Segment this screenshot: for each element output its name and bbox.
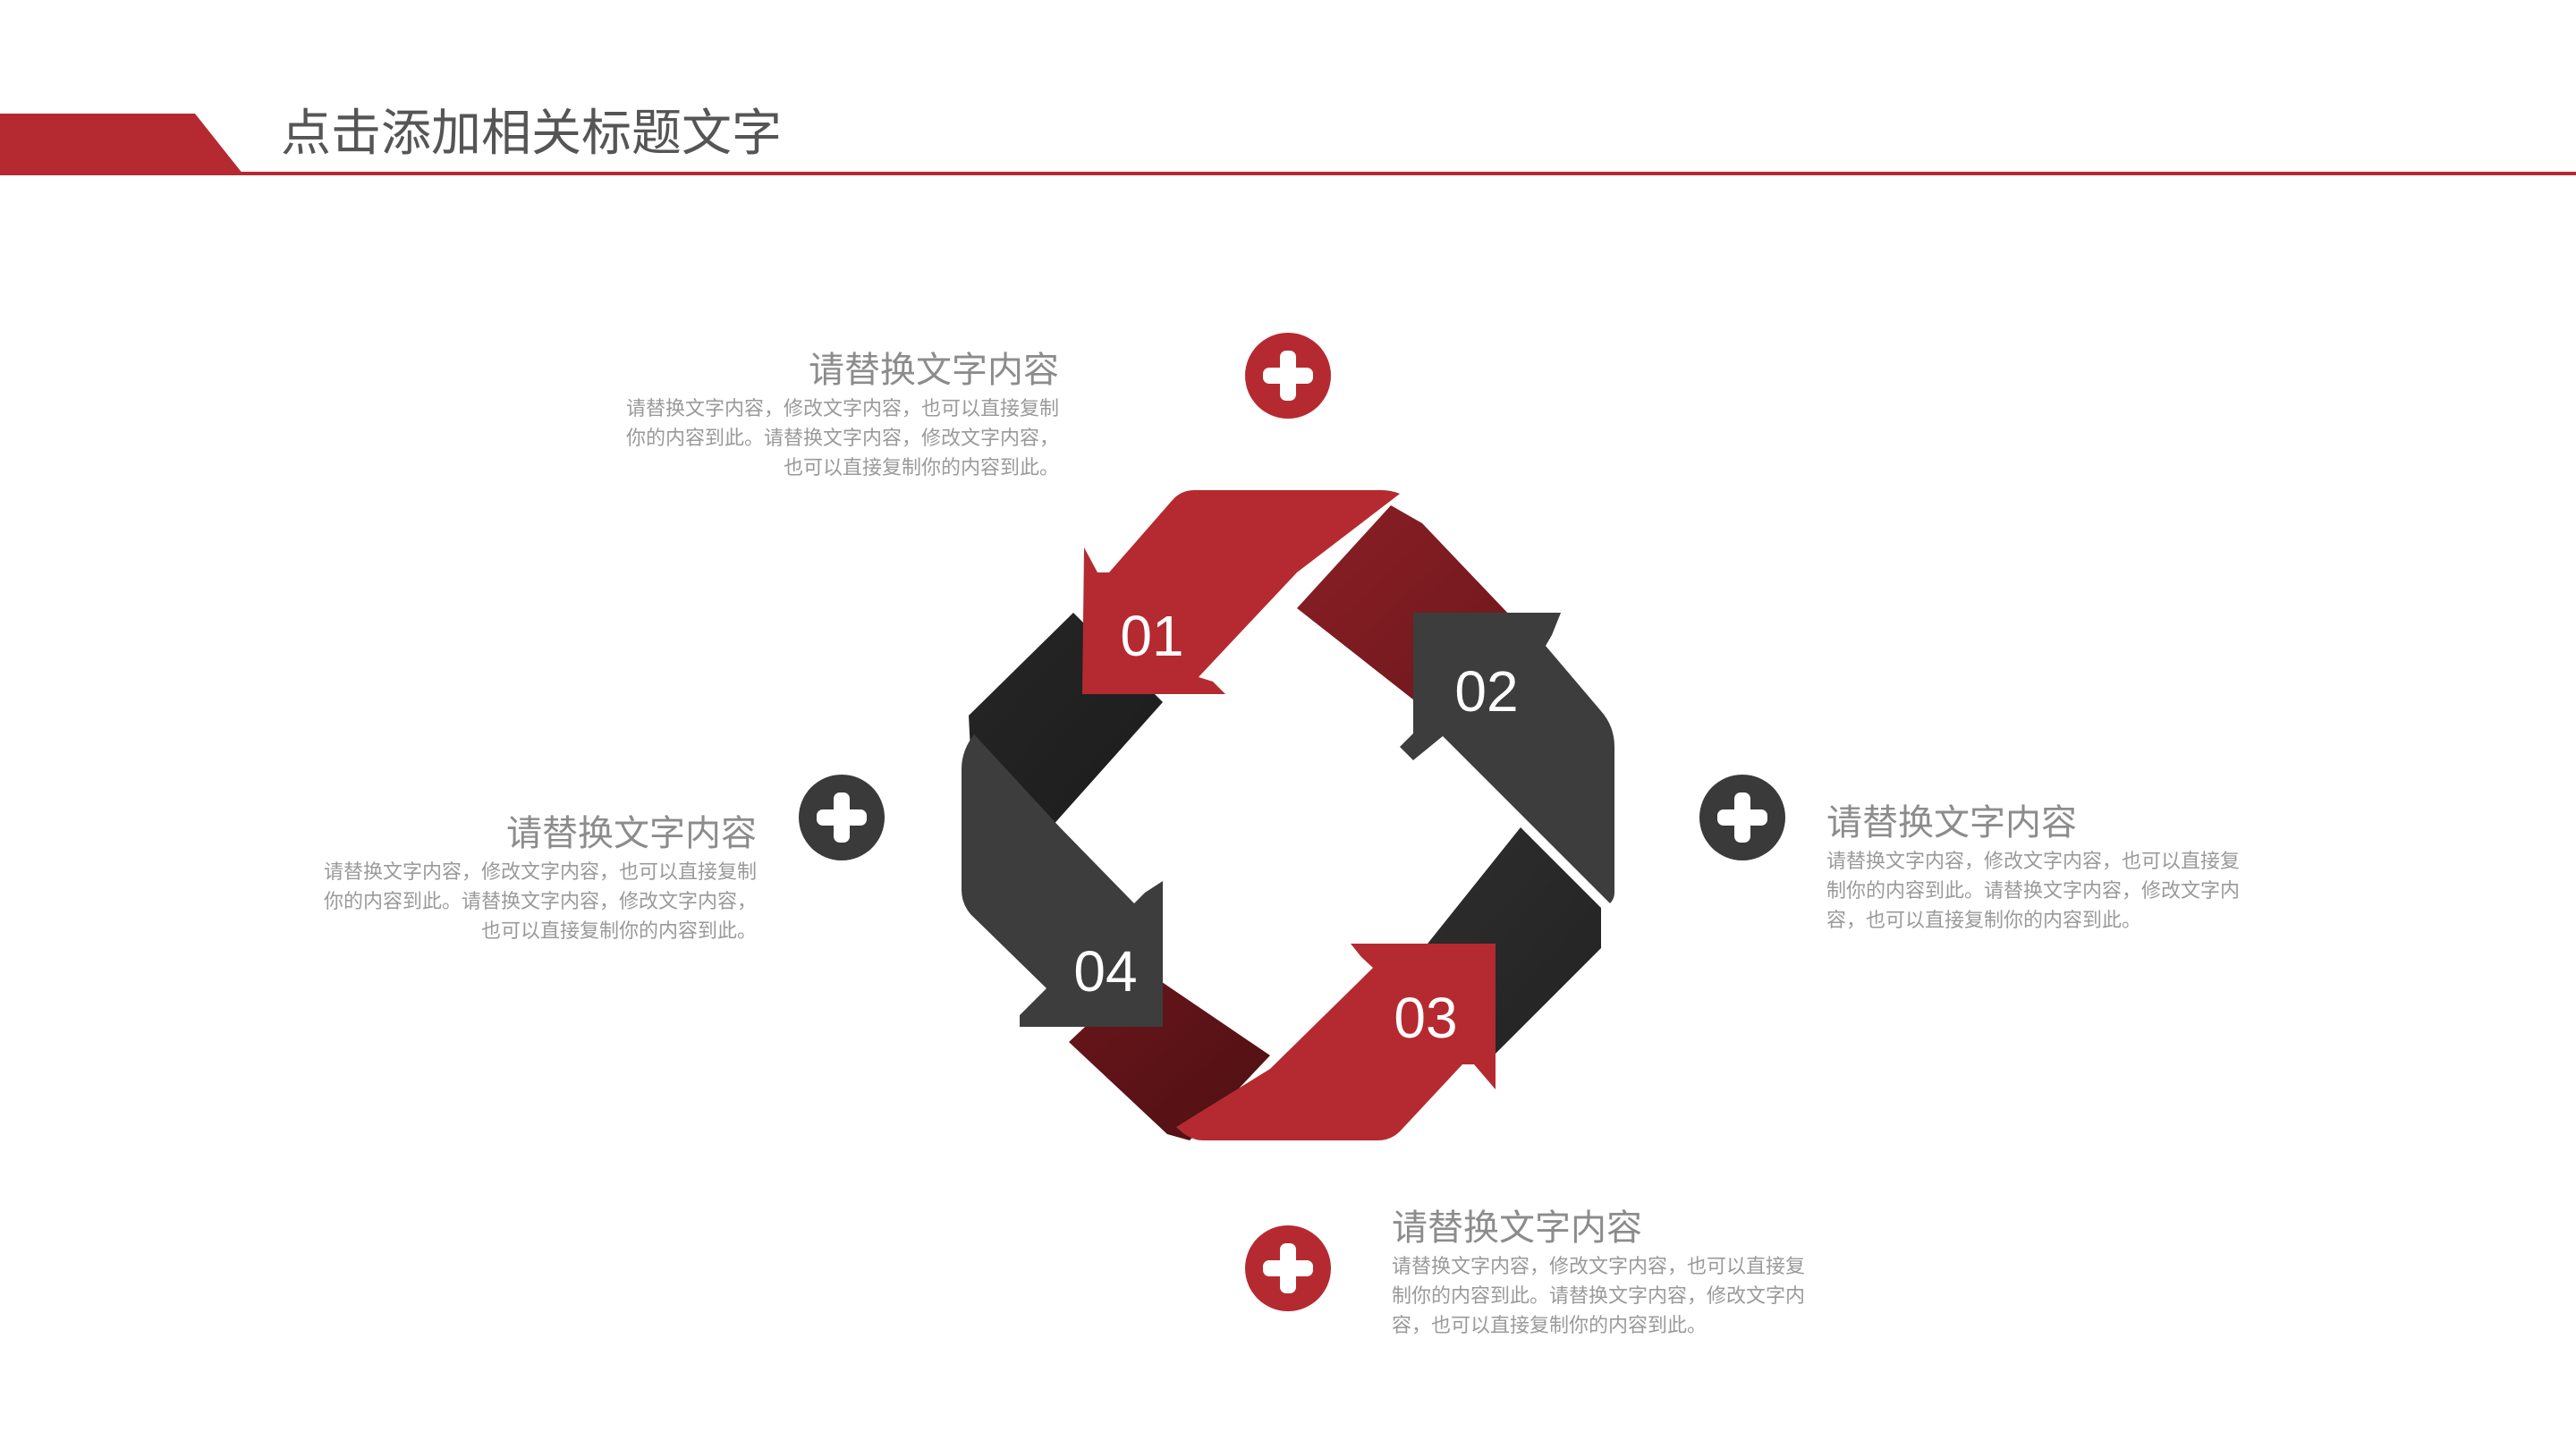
- arrow-shape-02-head: [1413, 613, 1561, 760]
- text-block-top: 请替换文字内容 请替换文字内容，修改文字内容，也可以直接复制 你的内容到此。请替…: [572, 346, 1059, 483]
- arrow-shape-01[interactable]: [1082, 490, 1400, 694]
- block-heading[interactable]: 请替换文字内容: [1392, 1208, 1642, 1249]
- block-body-line[interactable]: 也可以直接复制你的内容到此。: [783, 457, 1059, 479]
- plus-icon[interactable]: [1245, 1225, 1331, 1311]
- plus-icon[interactable]: [1245, 333, 1331, 419]
- text-block-bottom: 请替换文字内容 请替换文字内容，修改文字内容，也可以直接复 制你的内容到此。请替…: [1392, 1204, 1893, 1341]
- block-body-line[interactable]: 请替换文字内容，修改文字内容，也可以直接复制: [625, 398, 1059, 420]
- block-body-line[interactable]: 制你的内容到此。请替换文字内容，修改文字内: [1392, 1285, 1806, 1308]
- block-body-line[interactable]: 容，也可以直接复制你的内容到此。: [1826, 910, 2142, 932]
- block-body-line[interactable]: 请替换文字内容，修改文字内容，也可以直接复: [1826, 851, 2241, 873]
- block-body-line[interactable]: 请替换文字内容，修改文字内容，也可以直接复制: [323, 861, 757, 884]
- block-body-line[interactable]: 你的内容到此。请替换文字内容，修改文字内容，: [625, 428, 1059, 450]
- header-accent-band: [0, 114, 243, 174]
- slide-title[interactable]: 点击添加相关标题文字: [281, 105, 782, 163]
- plus-icon[interactable]: [799, 775, 885, 860]
- block-body-line[interactable]: 你的内容到此。请替换文字内容，修改文字内容，: [323, 891, 757, 913]
- text-block-right: 请替换文字内容 请替换文字内容，修改文字内容，也可以直接复 制你的内容到此。请替…: [1826, 799, 2327, 936]
- block-body-line[interactable]: 也可以直接复制你的内容到此。: [480, 920, 757, 943]
- step-number-04: 04: [1073, 939, 1137, 1004]
- header-divider: [0, 172, 2576, 175]
- block-body-line[interactable]: 制你的内容到此。请替换文字内容，修改文字内: [1826, 880, 2241, 902]
- arrow-shape-03[interactable]: [1176, 944, 1496, 1140]
- block-body-line[interactable]: 请替换文字内容，修改文字内容，也可以直接复: [1392, 1256, 1806, 1278]
- step-number-01: 01: [1120, 604, 1183, 668]
- plus-icon[interactable]: [1699, 775, 1785, 860]
- block-heading[interactable]: 请替换文字内容: [809, 350, 1059, 391]
- block-body-line[interactable]: 容，也可以直接复制你的内容到此。: [1392, 1315, 1707, 1337]
- step-number-02: 02: [1454, 659, 1518, 724]
- text-block-left: 请替换文字内容 请替换文字内容，修改文字内容，也可以直接复制 你的内容到此。请替…: [268, 809, 757, 946]
- step-number-03: 03: [1394, 986, 1457, 1050]
- block-heading[interactable]: 请替换文字内容: [1826, 802, 2077, 843]
- block-heading[interactable]: 请替换文字内容: [506, 813, 757, 854]
- arrow-shape-04[interactable]: [962, 733, 1163, 1027]
